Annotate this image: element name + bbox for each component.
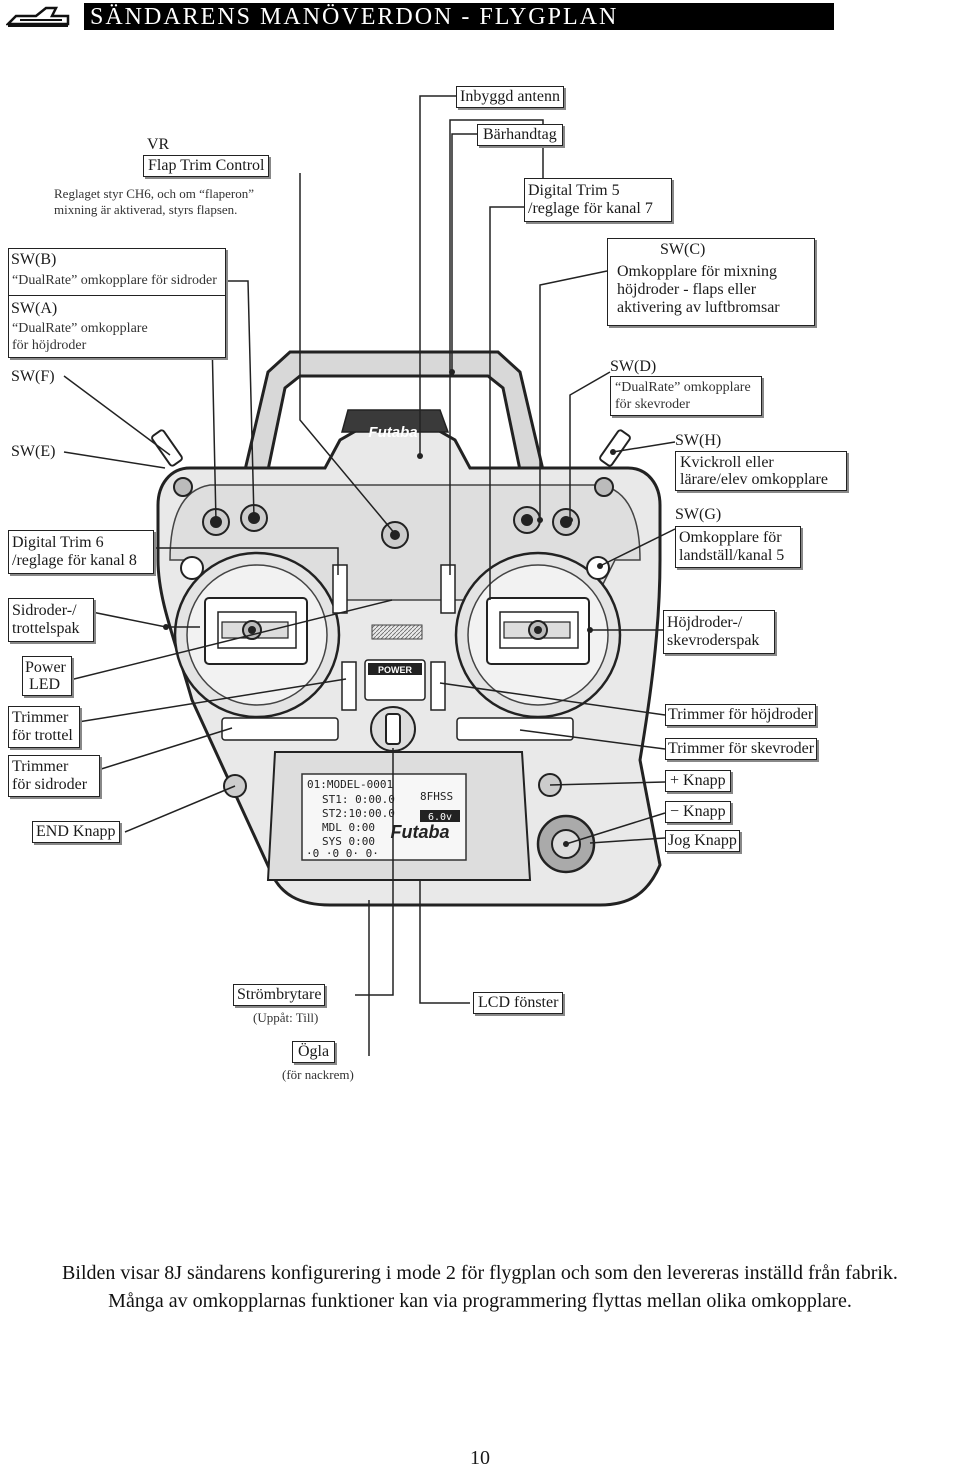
caption-line-2: Många av omkopplarnas funktioner kan via… xyxy=(108,1290,852,1312)
svg-text:ST2:10:00.0: ST2:10:00.0 xyxy=(322,807,395,820)
left-stick-gimbal xyxy=(173,551,341,719)
label-elev-trim: Trimmer för höjdroder xyxy=(665,704,817,726)
label-trim5-box: Digital Trim 5 /reglage för kanal 7 xyxy=(524,178,672,222)
label-rudder-trim-box: Trimmer för sidroder xyxy=(8,755,100,797)
label-antenna: Inbyggd antenn xyxy=(456,86,564,108)
brand-logo: Futaba xyxy=(368,424,417,441)
digital-trim-6 xyxy=(332,564,348,614)
label-swf: SW(F) xyxy=(11,368,55,385)
toggle-switch-right xyxy=(594,429,631,497)
svg-text:ST1: 0:00.0: ST1: 0:00.0 xyxy=(322,793,395,806)
svg-text:8FHSS: 8FHSS xyxy=(420,790,453,803)
label-power-led-box: Power LED xyxy=(22,656,72,696)
rudder-trim xyxy=(221,717,339,741)
page-title: SÄNDARENS MANÖVERDON - FLYGPLAN xyxy=(90,4,619,30)
label-handle: Bärhandtag xyxy=(477,124,563,146)
center-panel: POWER xyxy=(364,624,426,752)
label-lcd-window: LCD fönster xyxy=(473,992,564,1014)
label-strap-note: (för nackrem) xyxy=(282,1067,354,1082)
label-swc-box: SW(C) Omkopplare för mixning höjdroder -… xyxy=(607,238,815,326)
caption-line-1: Bilden visar 8J sändarens konfigurering … xyxy=(62,1262,898,1284)
svg-text:Futaba: Futaba xyxy=(390,822,449,842)
label-power-switch-note: (Uppåt: Till) xyxy=(253,1010,319,1025)
label-rudder-stick-box: Sidroder-/ trottelspak xyxy=(8,598,94,642)
label-trim6-box: Digital Trim 6 /reglage för kanal 8 xyxy=(8,530,154,574)
label-throttle-trim-box: Trimmer för trottel xyxy=(8,706,80,748)
label-swd: SW(D) xyxy=(610,358,657,375)
label-swg-box: Omkopplare för landställ/kanal 5 xyxy=(675,526,801,568)
right-stick-gimbal xyxy=(454,551,622,719)
svg-text:MDL 0:00: MDL 0:00 xyxy=(322,821,375,834)
label-swe: SW(E) xyxy=(11,443,56,460)
label-swh: SW(H) xyxy=(675,432,722,449)
label-ail-trim: Trimmer för skevroder xyxy=(665,738,818,760)
label-plus-key: + Knapp xyxy=(665,770,731,792)
label-vr-title: VR xyxy=(147,136,170,153)
toggle-switch-left xyxy=(151,429,193,497)
svg-text:·0 ·0 0· 0·: ·0 ·0 0· 0· xyxy=(306,847,379,860)
label-vr-desc-2: mixning är aktiverad, styrs flapsen. xyxy=(54,202,238,217)
label-swb-swa-box: SW(B) “DualRate” omkopplare för sidroder… xyxy=(8,248,226,358)
svg-text:POWER: POWER xyxy=(378,665,413,675)
label-end-key: END Knapp xyxy=(32,821,120,843)
label-minus-key: − Knapp xyxy=(665,801,731,823)
svg-text:6.0v: 6.0v xyxy=(428,812,452,823)
label-vr-name: Flap Trim Control xyxy=(143,155,270,177)
label-swg: SW(G) xyxy=(675,506,722,523)
elevator-trim xyxy=(430,661,446,711)
aileron-trim xyxy=(456,717,574,741)
lcd-display: 01:MODEL-0001 ST1: 0:00.0 ST2:10:00.0 MD… xyxy=(266,751,532,881)
digital-trim-5 xyxy=(440,564,456,614)
label-jog-key: Jog Knapp xyxy=(665,830,740,852)
svg-text:01:MODEL-0001: 01:MODEL-0001 xyxy=(307,778,393,791)
label-strap: Ögla xyxy=(292,1041,336,1063)
airplane-logo-icon xyxy=(6,6,70,27)
label-swh-box: Kvickroll eller lärare/elev omkopplare xyxy=(675,451,847,491)
page-number: 10 xyxy=(470,1447,490,1469)
label-power-switch: Strömbrytare xyxy=(233,984,326,1006)
throttle-trim xyxy=(341,661,357,711)
label-swd-box: “DualRate” omkopplare för skevroder xyxy=(610,376,762,416)
page-header: SÄNDARENS MANÖVERDON - FLYGPLAN xyxy=(84,3,834,30)
svg-text:SYS 0:00: SYS 0:00 xyxy=(322,835,375,848)
label-elev-stick-box: Höjdroder-/ skevroderspak xyxy=(663,610,775,654)
label-vr-desc-1: Reglaget styr CH6, och om “flaperon” xyxy=(54,186,254,201)
